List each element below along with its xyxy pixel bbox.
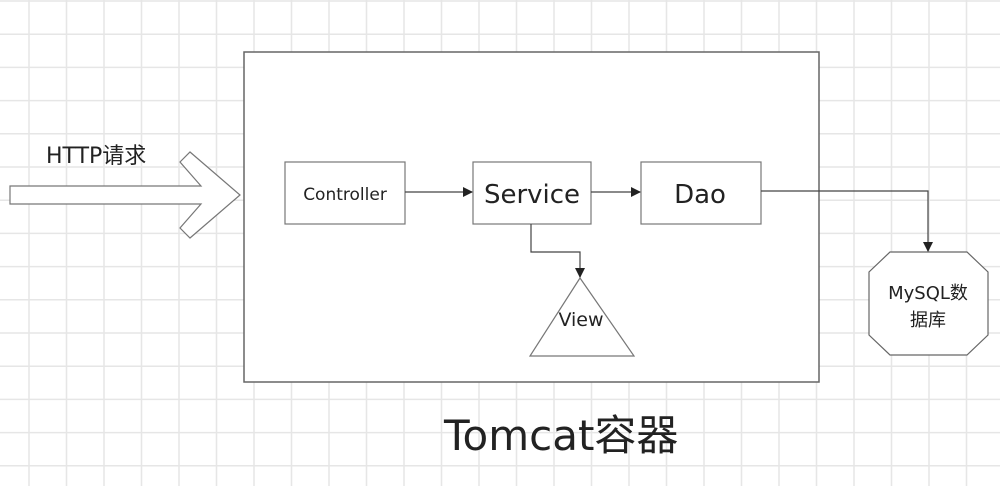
edge-dao-database [761,190,933,252]
mysql-database-node[interactable] [868,251,989,356]
view-label: View [558,309,603,331]
database-label-line2: 据库 [910,310,946,331]
view-node[interactable] [528,276,636,357]
controller-node[interactable] [284,161,406,225]
tomcat-container-title: Tomcat容器 [443,411,678,460]
http-request-arrow [9,151,241,239]
service-label: Service [484,180,580,210]
database-label-line1: MySQL数 [888,283,968,304]
dao-node[interactable] [640,161,762,225]
edge-service-view [530,224,585,278]
controller-label: Controller [303,185,387,205]
service-node[interactable] [472,161,592,225]
dao-label: Dao [674,180,726,210]
http-request-label: HTTP请求 [46,144,146,169]
